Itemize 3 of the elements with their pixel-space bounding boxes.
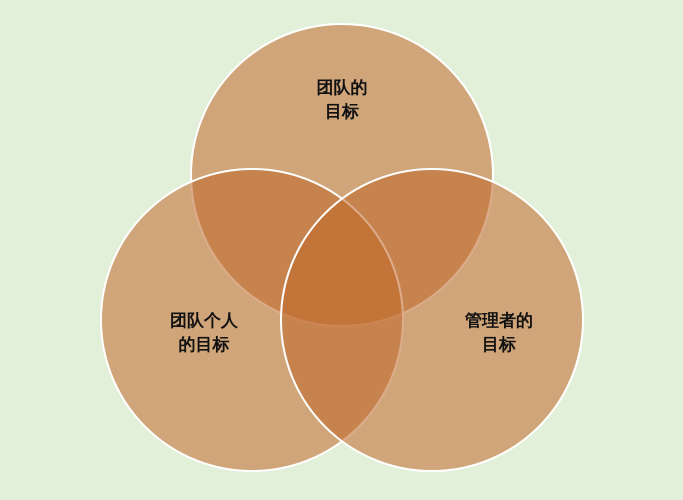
circle-label: 团队个人的目标 bbox=[169, 310, 239, 357]
circle-label: 团队的目标 bbox=[316, 77, 368, 124]
circle-label: 管理者的目标 bbox=[464, 310, 534, 357]
